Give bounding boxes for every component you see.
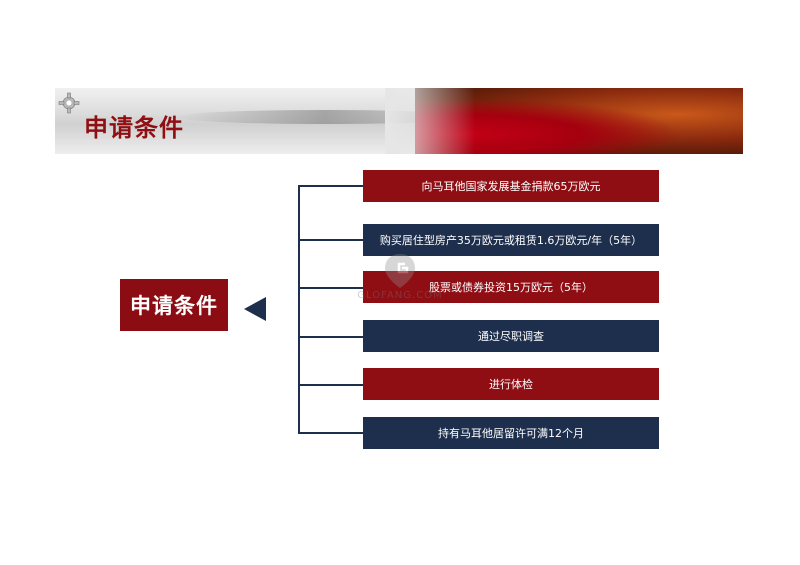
condition-box: 股票或债券投资15万欧元（5年） xyxy=(363,271,659,303)
header-banner xyxy=(55,88,743,154)
condition-box: 购买居住型房产35万欧元或租赁1.6万欧元/年（5年） xyxy=(363,224,659,256)
main-label-box: 申请条件 xyxy=(120,279,228,331)
bracket-connector xyxy=(298,384,364,386)
condition-box: 向马耳他国家发展基金捐款65万欧元 xyxy=(363,170,659,202)
bracket-connector xyxy=(298,432,364,434)
bracket-connector xyxy=(298,185,364,187)
bracket-vertical-line xyxy=(298,185,300,434)
bracket-connector xyxy=(298,287,364,289)
bracket-connector xyxy=(298,336,364,338)
banner-fade xyxy=(385,88,475,154)
gear-icon xyxy=(58,92,80,114)
page-title: 申请条件 xyxy=(84,114,184,142)
triangle-pointer-icon xyxy=(244,297,266,321)
condition-box: 进行体检 xyxy=(363,368,659,400)
bracket-connector xyxy=(298,239,364,241)
condition-box: 持有马耳他居留许可满12个月 xyxy=(363,417,659,449)
condition-box: 通过尽职调查 xyxy=(363,320,659,352)
